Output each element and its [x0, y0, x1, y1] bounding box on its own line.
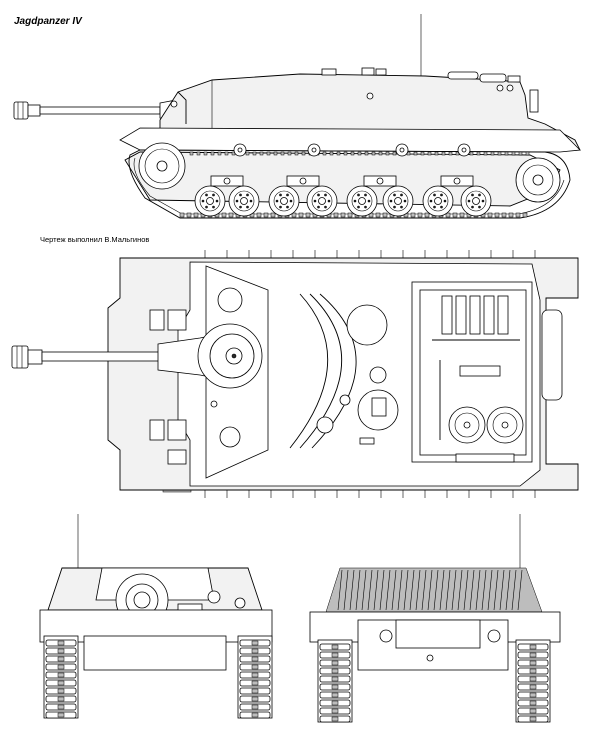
side-gun	[13, 99, 177, 121]
front-view	[39, 514, 273, 719]
rear-view	[309, 514, 561, 723]
top-view	[11, 250, 579, 498]
drawing-credit: Чертеж выполнил В.Мальгинов	[40, 235, 150, 244]
side-view	[13, 14, 581, 219]
top-gun	[11, 323, 263, 389]
commander-hatch	[346, 304, 388, 346]
top-muffler	[541, 309, 563, 401]
side-track	[128, 149, 571, 219]
drawing-title: Jagdpanzer IV	[14, 16, 82, 27]
